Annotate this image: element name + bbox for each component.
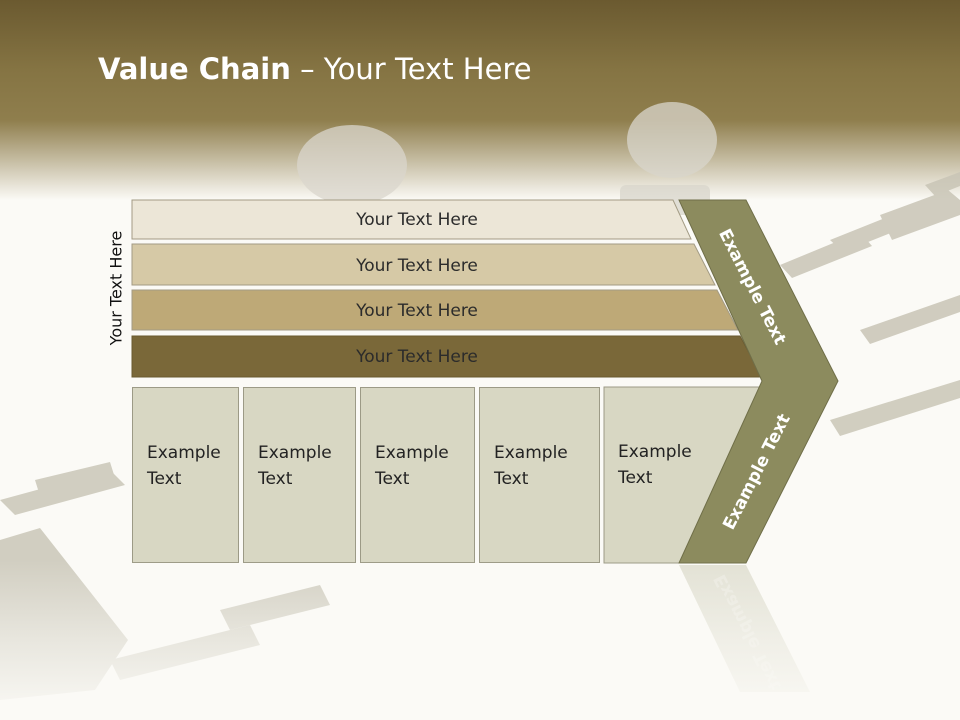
box-1: Example Text [132,387,239,563]
bar-1: Your Text Here [132,200,702,240]
box-5-line2: Text [618,468,653,488]
box-3-line2: Text [375,469,410,489]
box-5: Example Text [604,387,714,563]
header-band [0,0,960,200]
box-2-line1: Example [258,443,332,463]
bar-1-label: Your Text Here [356,210,478,230]
box-2-line2: Text [258,469,293,489]
box-1-line1: Example [147,443,221,463]
box-4: Example Text [479,387,600,563]
slide-title: Value Chain – Your Text Here [98,52,532,86]
bar-shape-3 [131,289,739,331]
bar-shape-1 [131,199,692,240]
box-3-line1: Example [375,443,449,463]
bar-shape-2 [131,243,716,286]
reflection-fade [0,560,960,720]
bar-3-label: Your Text Here [356,301,478,321]
box-2: Example Text [243,387,356,563]
title-rest: – Your Text Here [290,52,532,86]
bar-2: Your Text Here [132,246,702,286]
box-1-line2: Text [147,469,182,489]
box-3: Example Text [360,387,475,563]
bar-4: Your Text Here [132,337,702,377]
bar-4-label: Your Text Here [356,347,478,367]
title-bold: Value Chain [98,52,291,86]
box-4-line2: Text [494,469,529,489]
bar-2-label: Your Text Here [356,256,478,276]
box-5-line1: Example [618,442,692,462]
bar-3: Your Text Here [132,291,702,331]
box-4-line1: Example [494,443,568,463]
